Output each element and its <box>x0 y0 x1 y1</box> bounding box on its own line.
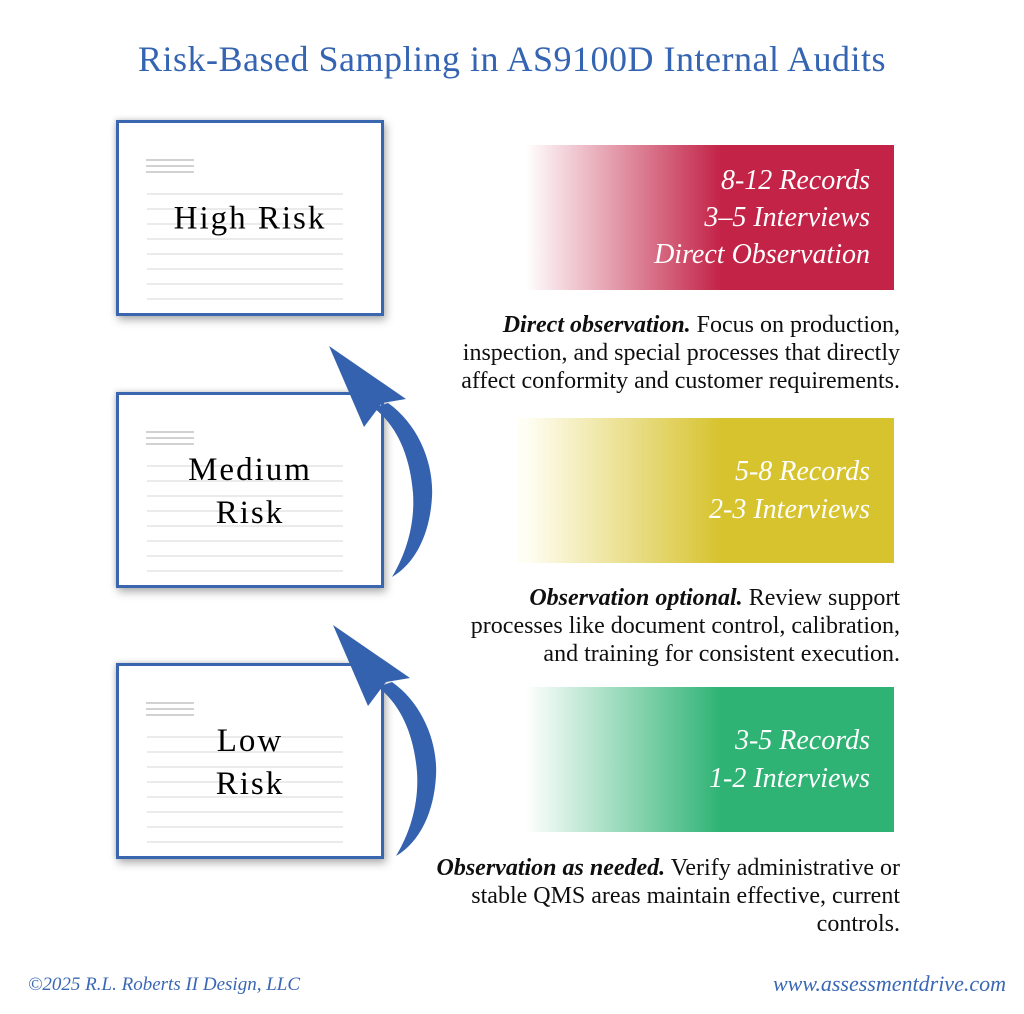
card-medium-risk: Medium Risk <box>116 392 384 588</box>
curved-arrow-up-icon <box>333 625 437 856</box>
note-lead: Observation optional. <box>529 585 743 611</box>
note-low-risk: Observation as needed. Verify administra… <box>414 855 901 938</box>
bar-line: 2-3 Interviews <box>709 493 870 525</box>
card-high-risk: High Risk <box>116 120 384 316</box>
note-body: Review support processes like document c… <box>470 585 900 667</box>
card-label-high-risk: High Risk <box>119 197 381 240</box>
note-body: Verify administrative or stable QMS area… <box>471 855 900 937</box>
bar-low-risk: 3-5 Records 1-2 Interviews <box>518 687 894 832</box>
bar-line: Direct Observation <box>654 239 870 271</box>
card-label-line: High Risk <box>173 200 327 237</box>
document-letterhead-lines <box>146 431 194 446</box>
bar-medium-risk: 5-8 Records 2-3 Interviews <box>518 418 894 563</box>
note-medium-risk: Observation optional. Review support pro… <box>438 585 900 668</box>
document-ruled-lines <box>147 465 343 582</box>
bar-line: 1-2 Interviews <box>709 762 870 794</box>
bar-high-risk: 8-12 Records 3–5 Interviews Direct Obser… <box>518 145 894 290</box>
note-body: Focus on production, inspection, and spe… <box>461 312 900 394</box>
document-ruled-lines <box>147 193 343 310</box>
card-label-medium-risk: Medium Risk <box>119 449 381 535</box>
bar-line: 8-12 Records <box>720 164 870 196</box>
card-label-line: Low <box>216 722 284 759</box>
footer-website-url: www.assessmentdrive.com <box>772 971 1006 996</box>
curved-arrow-up-icon <box>329 346 433 577</box>
card-label-line: Risk <box>215 494 285 531</box>
note-lead: Observation as needed. <box>436 855 666 881</box>
bar-line: 3–5 Interviews <box>704 201 870 233</box>
document-ruled-lines <box>147 736 343 853</box>
bar-line: 5-8 Records <box>734 456 870 488</box>
footer-copyright: ©2025 R.L. Roberts II Design, LLC <box>28 974 301 995</box>
page-title: Risk-Based Sampling in AS9100D Internal … <box>138 39 886 79</box>
card-label-line: Risk <box>215 765 285 802</box>
card-label-line: Medium <box>188 451 312 488</box>
bar-line: 3-5 Records <box>734 725 870 757</box>
card-low-risk: Low Risk <box>116 663 384 859</box>
note-lead: Direct observation. <box>502 312 691 338</box>
document-letterhead-lines <box>146 159 194 174</box>
card-label-low-risk: Low Risk <box>119 720 381 806</box>
document-letterhead-lines <box>146 702 194 717</box>
note-high-risk: Direct observation. Focus on production,… <box>420 312 900 395</box>
